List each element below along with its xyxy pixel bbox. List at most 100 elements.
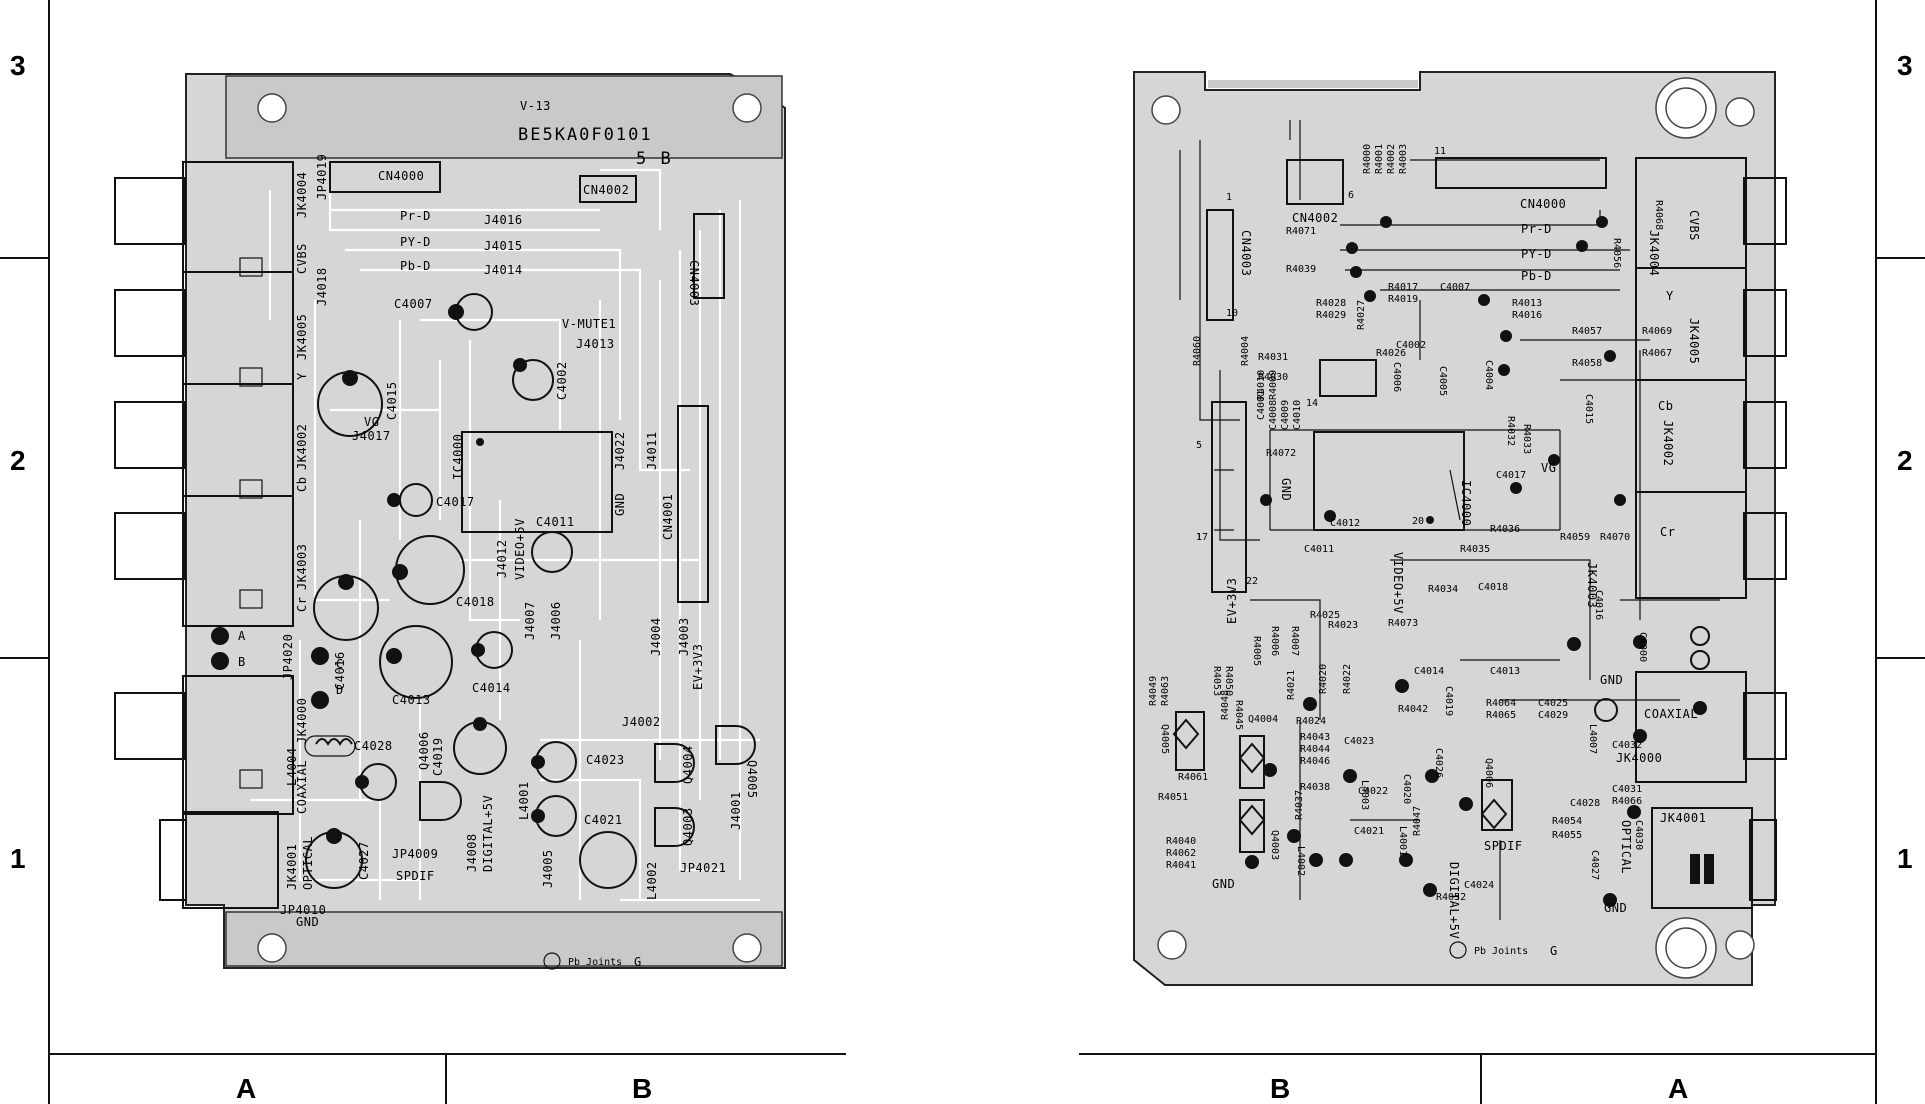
right-r4044: R4044 [1300, 744, 1330, 755]
right-r4027: R4027 [1356, 300, 1367, 330]
right-r4066: R4066 [1612, 796, 1642, 807]
right-net-gnd-coax: GND [1600, 673, 1623, 687]
right-l4001: L4001 [1397, 826, 1408, 856]
right-r4040: R4040 [1166, 836, 1196, 847]
right-r4035: R4035 [1460, 544, 1490, 555]
right-c4005: C4005 [1437, 366, 1448, 396]
right-r4070: R4070 [1600, 532, 1630, 543]
left-jp4010: JP4010 [280, 903, 326, 917]
left-jack-cvbs: CVBS [295, 243, 309, 274]
left-jk4000: JK4000 [295, 698, 309, 744]
right-footer: Pb Joints G [1449, 941, 1557, 959]
right-net-py-d: PY-D [1521, 247, 1552, 261]
right-net-video5v: VIDEO+5V [1391, 552, 1405, 614]
right-ic4000: IC4000 [1459, 480, 1473, 526]
left-j4018: J4018 [315, 267, 329, 306]
left-pb-mark: G [634, 955, 642, 969]
right-q4003: Q4003 [1269, 830, 1280, 860]
right-c4013: C4013 [1490, 666, 1520, 677]
right-jk4001: JK4001 [1660, 811, 1706, 825]
right-pin-6: 6 [1348, 190, 1354, 201]
left-c4017: C4017 [436, 495, 475, 509]
right-r4063: R4063 [1160, 676, 1171, 706]
right-r4073: R4073 [1388, 618, 1418, 629]
right-capacitor-labels: C4007 C4002 C4006 C4005 C4004 C4015 C401… [1256, 282, 1648, 891]
left-q4003: Q4003 [681, 807, 695, 846]
left-cn4001: CN4001 [661, 494, 675, 540]
left-j4003: J4003 [677, 617, 691, 656]
left-c4027: C4027 [357, 841, 371, 880]
right-c4017: C4017 [1496, 470, 1526, 481]
left-c4023: C4023 [586, 753, 625, 767]
right-q4006: Q4006 [1483, 758, 1494, 788]
right-jack-coaxial: COAXIAL [1644, 707, 1698, 721]
left-net-digital5v: DIGITAL+5V [481, 795, 495, 872]
left-c4011: C4011 [536, 515, 575, 529]
zone-row-3-left: 3 [10, 50, 26, 81]
right-pin-11: 11 [1434, 146, 1446, 157]
left-j4011: J4011 [645, 431, 659, 470]
right-net-digital5v: DIGITAL+5V [1447, 862, 1461, 939]
right-r4047: R4047 [1412, 806, 1423, 836]
right-jack-cb: Cb [1658, 399, 1673, 413]
right-r4049: R4049 [1148, 676, 1159, 706]
right-r4064: R4064 [1486, 698, 1516, 709]
right-l4003: L4003 [1359, 780, 1370, 810]
right-c4000: C4000 [1637, 632, 1648, 662]
left-j4006: J4006 [549, 601, 563, 640]
right-r4046: R4046 [1300, 756, 1330, 767]
right-r4010: R4010 [1256, 370, 1267, 400]
left-j4004: J4004 [649, 617, 663, 656]
right-semiconductor-labels: Q4005 Q4004 Q4003 Q4006 L4003 L4002 L400… [1159, 714, 1598, 876]
right-pin-14: 14 [1306, 398, 1318, 409]
zone-col-b-right: B [1270, 1073, 1290, 1104]
right-net-pb-d: Pb-D [1521, 269, 1552, 283]
left-l4004-coil [315, 738, 353, 746]
left-j4015: J4015 [484, 239, 523, 253]
left-q4005: Q4005 [745, 760, 759, 799]
left-c4007: C4007 [394, 297, 433, 311]
right-cn4002: CN4002 [1292, 211, 1338, 225]
left-net-pb-d: Pb-D [400, 259, 431, 273]
right-r4021: R4021 [1286, 670, 1297, 700]
right-net-spdif: SPDIF [1484, 839, 1523, 853]
right-r4052: R4052 [1436, 892, 1466, 903]
left-cn4002-header [579, 175, 637, 203]
left-j4016: J4016 [484, 213, 523, 227]
right-r4031: R4031 [1258, 352, 1288, 363]
left-jk4001: JK4001 [285, 844, 299, 890]
left-jk4005: JK4005 [295, 314, 309, 360]
right-r4036: R4036 [1490, 524, 1520, 535]
right-r4016: R4016 [1512, 310, 1542, 321]
right-c4031: C4031 [1612, 784, 1642, 795]
right-pb-joints: Pb Joints [1474, 946, 1528, 957]
right-r4050: R4050 [1223, 666, 1234, 696]
right-c4019: C4019 [1443, 686, 1454, 716]
right-c4008: C4008 [1268, 400, 1279, 430]
right-r4017: R4017 [1388, 282, 1418, 293]
right-c4018: C4018 [1478, 582, 1508, 593]
zone-col-b-left: B [632, 1073, 652, 1104]
left-cn4001-header [677, 405, 709, 603]
right-c4004: C4004 [1483, 360, 1494, 390]
left-jp4021: JP4021 [680, 861, 726, 875]
left-c4021: C4021 [584, 813, 623, 827]
left-jk4004: JK4004 [295, 172, 309, 218]
right-net-vg: VG [1541, 461, 1556, 475]
left-net-v-mute1: V-MUTE1 [562, 317, 616, 331]
left-j4008: J4008 [465, 833, 479, 872]
right-c4024: C4024 [1464, 880, 1494, 891]
right-q4005: Q4005 [1159, 724, 1170, 754]
left-net-video5v: VIDEO+5V [513, 518, 527, 580]
zone-row-2-left: 2 [10, 445, 26, 476]
left-rev: 5 B [636, 149, 673, 169]
right-net-gnd-jack: GND [1604, 901, 1627, 915]
left-board [114, 73, 786, 969]
left-pb-icon [543, 952, 561, 970]
left-c4018: C4018 [456, 595, 495, 609]
right-l4007: L4007 [1587, 724, 1598, 754]
left-net-spdif: SPDIF [396, 869, 435, 883]
right-c4006: C4006 [1391, 362, 1402, 392]
right-r4026: R4026 [1376, 348, 1406, 359]
